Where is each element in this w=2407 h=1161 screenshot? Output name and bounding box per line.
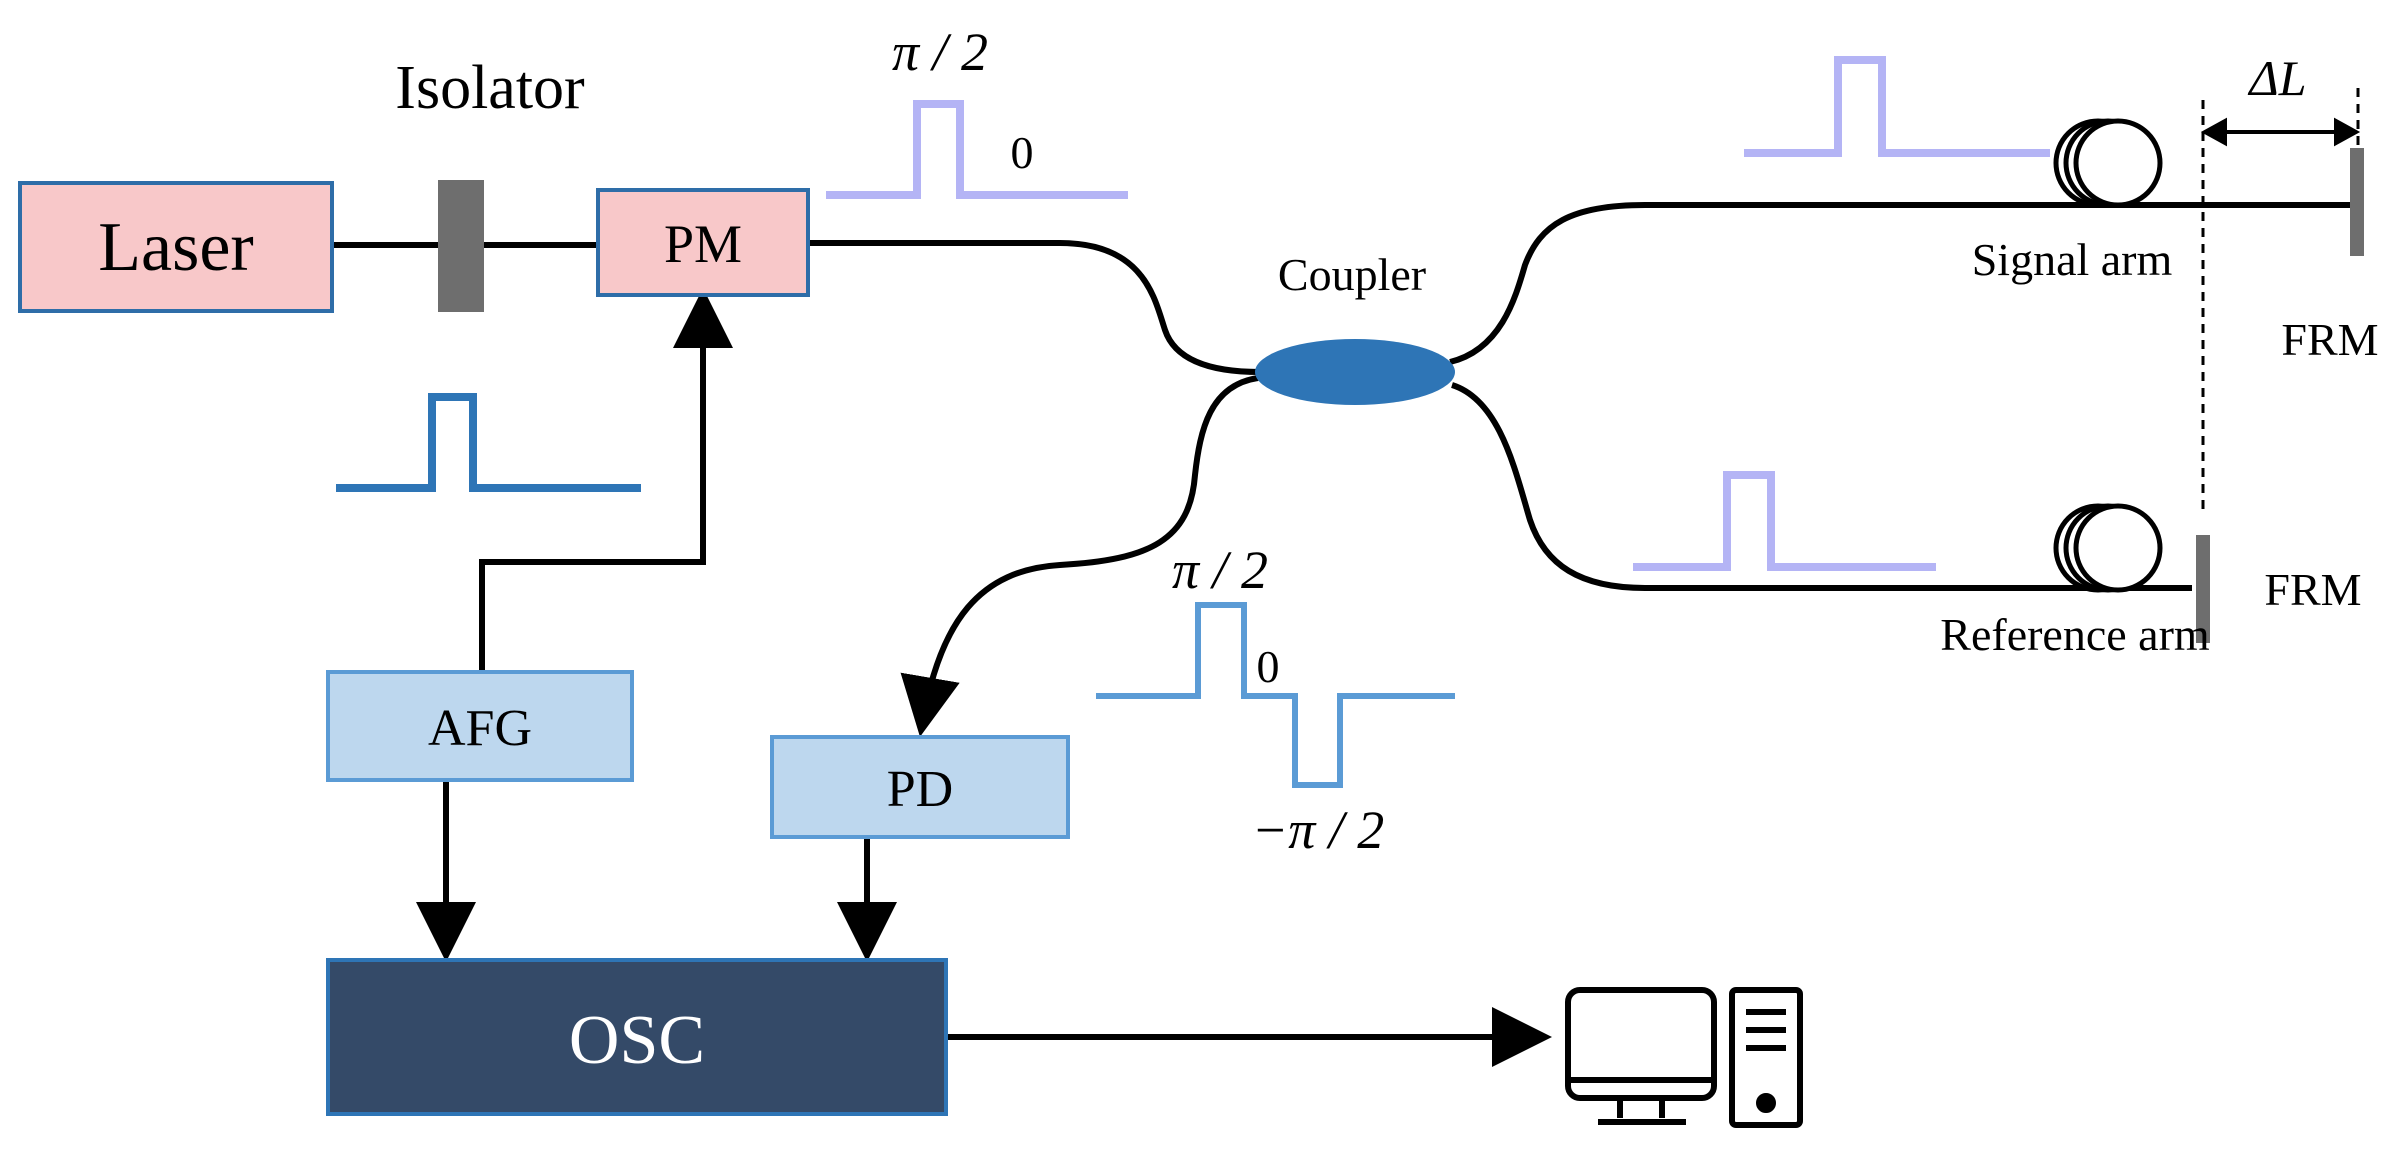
pm-box <box>596 188 810 297</box>
reference-fiber-coil <box>2053 503 2163 593</box>
fiber-coupler-pd <box>900 375 1259 737</box>
afg-output-pulse <box>336 393 641 492</box>
pd-box <box>770 735 1070 839</box>
pm-label: PM <box>664 214 742 274</box>
delta-l-arrow <box>2200 117 2361 147</box>
pd-label: PD <box>887 761 953 818</box>
pm-pulse-low-label: 0 <box>1011 127 1034 178</box>
reference-frm-label: FRM <box>2264 564 2361 615</box>
fiber-coupler-reference <box>1450 382 2192 591</box>
osc-box <box>326 958 948 1116</box>
laser-label: Laser <box>98 209 253 286</box>
isolator-block <box>438 180 484 312</box>
drive-signal-bipolar-pulse <box>1096 602 1455 788</box>
pm-pulse-high-label: π / 2 <box>892 22 988 82</box>
fiber-coupler-signal <box>1449 202 2360 365</box>
signal-frm-mirror <box>2350 148 2364 256</box>
drive-pulse-high-label: π / 2 <box>1172 540 1268 600</box>
wire-afg-pm <box>479 288 733 670</box>
signal-arm-label: Signal arm <box>1972 234 2173 285</box>
signal-arm-optical-pulse <box>1744 56 2050 157</box>
laser-box <box>18 181 334 313</box>
pm-output-optical-pulse <box>826 100 1128 199</box>
signal-frm-label: FRM <box>2281 314 2378 365</box>
coupler-label: Coupler <box>1278 249 1426 300</box>
fiber-pm-coupler <box>808 240 1261 375</box>
computer-icon <box>1565 987 1803 1128</box>
signal-fiber-coil <box>2053 118 2163 208</box>
osc-label: OSC <box>569 1002 705 1079</box>
isolator-label: Isolator <box>395 54 585 122</box>
reference-frm-mirror <box>2196 535 2210 643</box>
delta-l-label: ΔL <box>2247 50 2306 106</box>
drive-pulse-low-label: −π / 2 <box>1252 800 1385 860</box>
afg-box <box>326 670 634 782</box>
afg-label: AFG <box>428 700 532 757</box>
reference-arm-label: Reference arm <box>1940 609 2210 660</box>
drive-pulse-mid-label: 0 <box>1257 641 1280 692</box>
reference-arm-optical-pulse <box>1633 471 1936 571</box>
coupler-ellipse <box>1255 339 1455 405</box>
